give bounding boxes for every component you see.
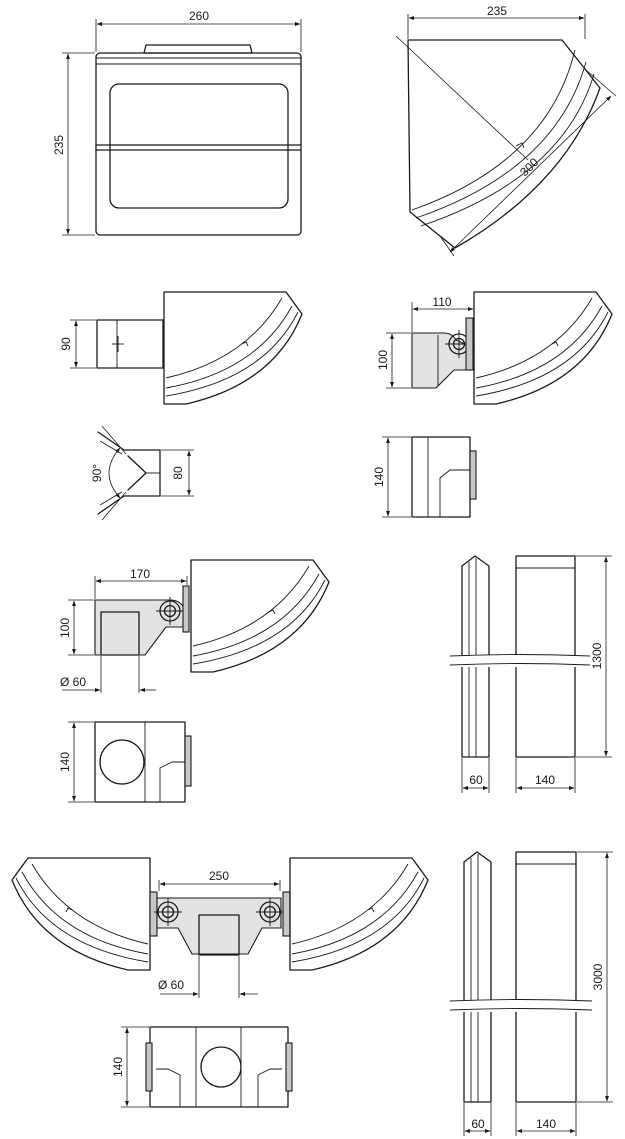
twin-span-label: 250 (209, 869, 229, 883)
wall-height-dimension: 100 (376, 332, 411, 389)
twin-plate-view (145, 1026, 293, 1108)
tall-pole-height-label: 3000 (591, 963, 605, 990)
twin-plate-height-label: 140 (111, 1057, 125, 1077)
arm-height-dimension: 100 (58, 599, 94, 656)
arm-plate-height-label: 140 (58, 752, 72, 772)
side-width-dimension: 235 (407, 4, 586, 39)
arm-diameter-dimension: Ø 60 (60, 656, 156, 693)
corner-depth-dimension: 80 (161, 449, 194, 497)
wall-plate-height-dimension: 140 (372, 436, 411, 518)
short-pole-width-b-label: 140 (535, 773, 555, 787)
twin-lamp-view (11, 857, 429, 971)
short-pole-width-a-label: 60 (469, 773, 483, 787)
front-width-label: 260 (189, 9, 209, 23)
wall-plate-height-label: 140 (372, 467, 386, 487)
wall-offset-label: 110 (432, 295, 451, 309)
tall-pole-width-dimensions: 60 140 (463, 1103, 577, 1136)
front-view (95, 44, 302, 236)
twin-diameter-dimension: Ø 60 (158, 956, 258, 998)
twin-diameter-label: Ø 60 (158, 978, 184, 992)
arm-length-label: 170 (130, 567, 150, 581)
pole-mount-height-dimension: 90 (59, 319, 96, 369)
front-height-dimension: 235 (52, 52, 95, 236)
twin-plate-height-dimension: 140 (111, 1026, 149, 1108)
front-width-dimension: 260 (95, 9, 302, 52)
side-width-label: 235 (487, 4, 507, 18)
tall-pole-height-dimension: 3000 (577, 851, 613, 1103)
arm-plate-height-dimension: 140 (58, 721, 94, 803)
arm-length-dimension: 170 (94, 567, 188, 599)
short-pole-height-dimension: 1300 (576, 555, 612, 758)
tall-pole-view (449, 851, 593, 1103)
pole-mount-view (96, 291, 303, 405)
arm-diameter-label: Ø 60 (60, 675, 86, 689)
wall-height-label: 100 (376, 350, 390, 370)
tall-pole-width-b-label: 140 (536, 1117, 556, 1131)
arm-plate-view (94, 721, 192, 803)
short-pole-height-label: 1300 (590, 642, 604, 669)
twin-span-dimension: 250 (158, 869, 281, 891)
corner-bracket-view: 90° (90, 425, 161, 521)
pole-mount-height-label: 90 (59, 337, 73, 351)
side-view (407, 39, 601, 249)
front-height-label: 235 (52, 135, 66, 155)
corner-depth-label: 80 (171, 466, 185, 480)
short-pole-view (449, 555, 591, 758)
wall-plate-view (411, 436, 477, 518)
wall-mount-view (411, 291, 613, 405)
corner-angle-label: 90° (90, 464, 104, 482)
wall-offset-dimension: 110 (411, 295, 475, 332)
tall-pole-width-a-label: 60 (471, 1117, 485, 1131)
arm-mount-view (94, 559, 330, 673)
short-pole-width-dimensions: 60 140 (461, 758, 576, 793)
arm-height-label: 100 (58, 618, 72, 638)
